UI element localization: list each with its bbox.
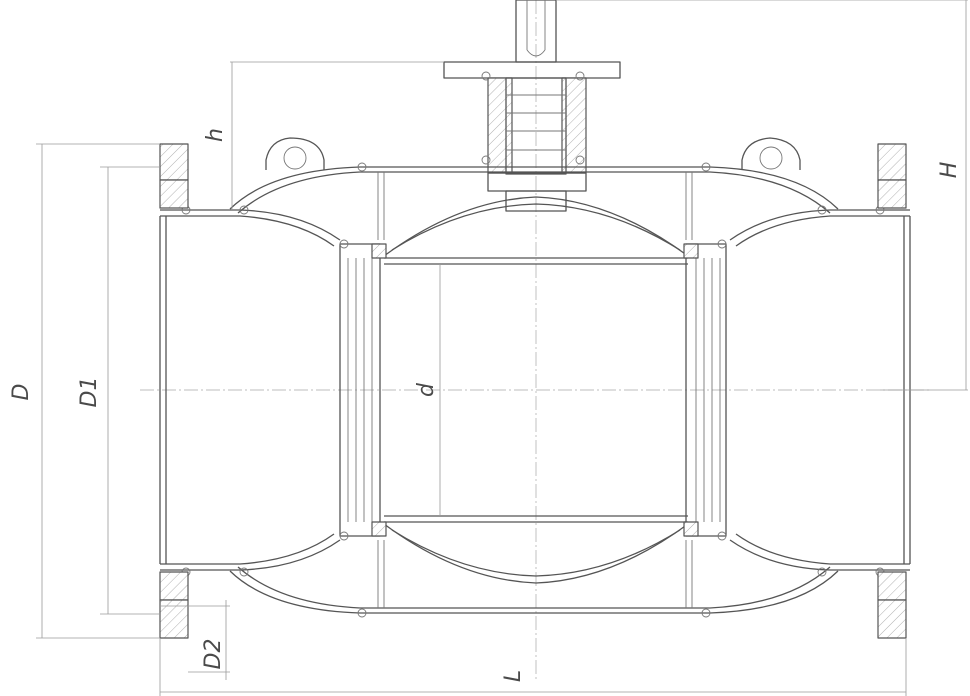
flanges <box>159 143 907 639</box>
dimension-lines <box>36 0 968 696</box>
valve-body-shell <box>229 166 839 614</box>
ball <box>383 196 689 584</box>
label-D2: D2 <box>201 639 226 670</box>
seat-rings <box>339 239 727 541</box>
label-D: D <box>9 384 34 401</box>
label-d: d <box>414 382 439 397</box>
dimension-labels: D D1 D2 d h H L <box>9 128 962 682</box>
lifting-lugs <box>265 137 801 170</box>
label-L: L <box>501 670 526 682</box>
center-lines <box>140 0 930 680</box>
label-h: h <box>203 128 228 142</box>
end-pipes <box>159 162 911 618</box>
label-H: H <box>937 162 962 179</box>
valve-stem <box>443 0 621 212</box>
label-D1: D1 <box>77 377 102 408</box>
